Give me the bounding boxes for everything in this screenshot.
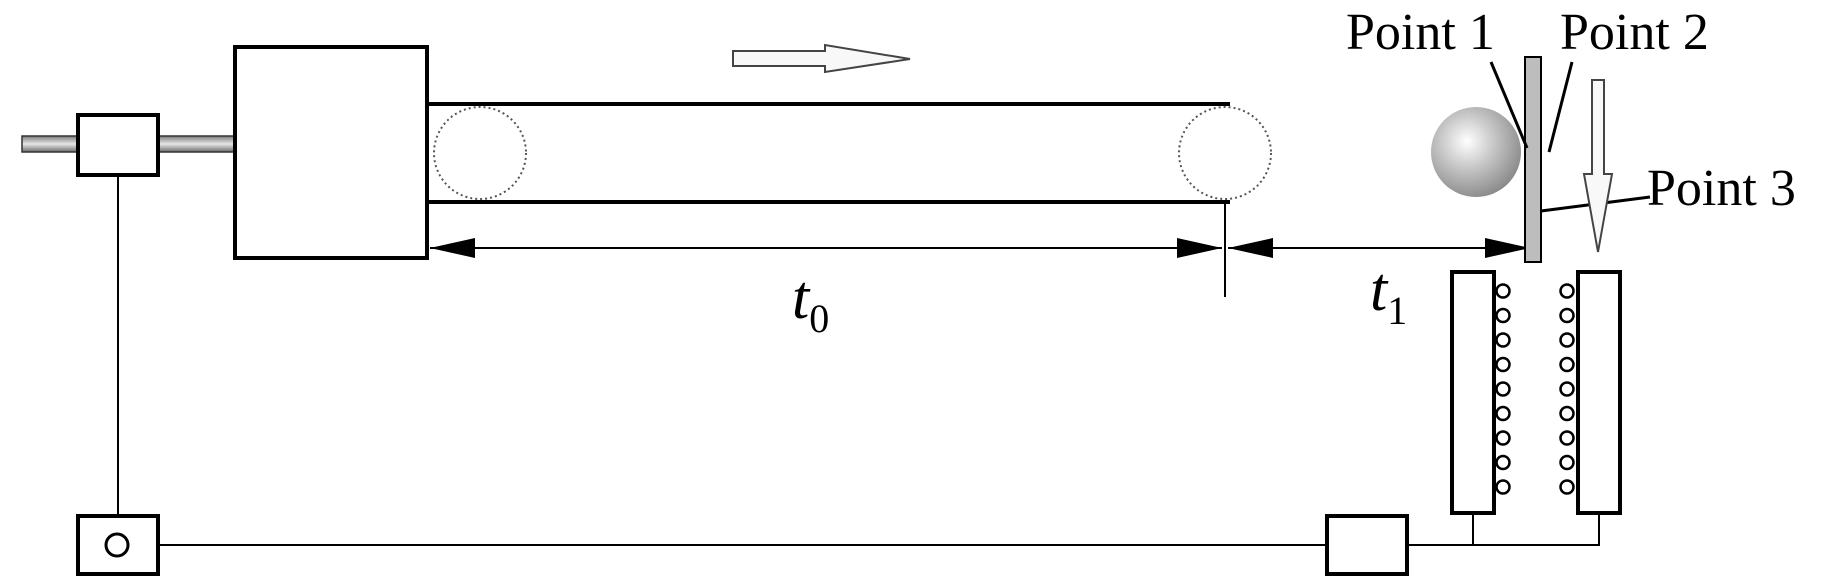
coil-winding-turn (1559, 454, 1575, 471)
t1-label: t1 (1370, 256, 1407, 333)
driver-box (1325, 514, 1409, 576)
coil-winding-turn (1559, 332, 1575, 348)
t0-arrowhead-right (1177, 238, 1222, 258)
coil-winding-turn (1495, 356, 1511, 373)
coil-winding-turn (1559, 356, 1575, 373)
coil-winding-turn (1495, 479, 1511, 495)
point1-leader (1489, 61, 1529, 149)
t1-arrowhead-left (1228, 238, 1273, 258)
point3-label: Point 3 (1647, 160, 1796, 217)
t0-label: t0 (792, 264, 829, 341)
coil-winding-turn (1495, 283, 1511, 299)
point2-label: Point 2 (1560, 4, 1709, 61)
coil-winding-turn (1495, 430, 1511, 446)
point2-leader (1547, 61, 1574, 153)
left-coil-windings (1495, 283, 1511, 495)
steel-ball (1431, 107, 1521, 197)
left-roller (433, 106, 527, 200)
right-coil-windings (1559, 283, 1575, 495)
coil-winding-turn (1559, 283, 1575, 299)
right-coil-core (1576, 270, 1622, 515)
motor-box (233, 45, 429, 260)
left-coil-core (1450, 270, 1496, 515)
coil-winding-turn (1559, 307, 1575, 324)
coil-winding-turn (1559, 430, 1575, 446)
point1-label: Point 1 (1346, 4, 1495, 61)
plate (1524, 56, 1542, 263)
coil-winding-turn (1495, 454, 1511, 471)
belt-direction-arrow (732, 43, 911, 74)
controller-indicator (104, 532, 130, 558)
right-roller (1178, 106, 1272, 200)
coil-winding-turn (1495, 332, 1511, 348)
t1-arrowhead-right (1485, 238, 1530, 258)
coil-winding-turn (1559, 479, 1575, 495)
t0-arrowhead-left (430, 238, 475, 258)
coil-winding-turn (1559, 381, 1575, 397)
coil-winding-turn (1559, 405, 1575, 422)
encoder-box (76, 113, 160, 177)
fall-direction-arrow (1582, 79, 1614, 253)
coil-winding-turn (1495, 307, 1511, 324)
coil-winding-turn (1495, 381, 1511, 397)
coil-winding-turn (1495, 405, 1511, 422)
